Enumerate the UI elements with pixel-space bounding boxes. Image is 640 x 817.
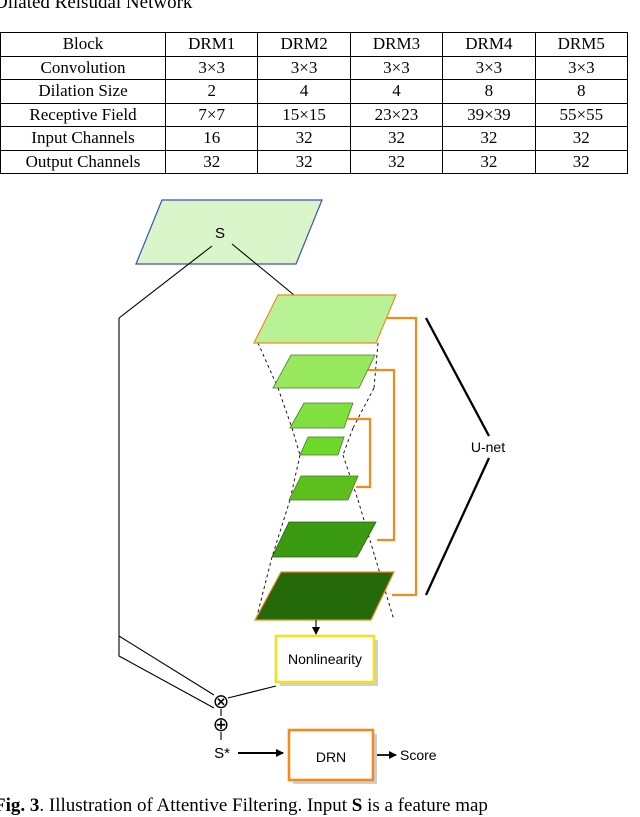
table-cell: Input Channels (0, 126, 166, 151)
table-cell: 2 (164, 79, 259, 104)
table-cell: 15×15 (257, 102, 351, 127)
skip-line (118, 245, 213, 319)
table-row: Output Channels 32 32 32 32 32 (0, 149, 629, 174)
skip-path-inner (118, 635, 215, 696)
skip-path-outer (118, 318, 215, 709)
hourglass-guides (255, 342, 395, 621)
table-header-row: Block DRM1 DRM2 DRM3 DRM4 DRM5 (0, 32, 629, 57)
unet-bracket (424, 317, 491, 596)
nonlinearity-label: Nonlinearity (288, 651, 362, 667)
table-caption: Dilated Reisudal Network (0, 0, 193, 13)
attentive-filtering-diagram: S U-net Nonlinearit (118, 199, 505, 784)
table-cell: 3×3 (442, 55, 536, 80)
header-cell: DRM5 (534, 32, 629, 57)
input-label: S (215, 225, 225, 242)
table-cell: 4 (257, 79, 351, 104)
table-cell: 8 (442, 79, 536, 104)
unet-label: U-net (471, 439, 505, 455)
table-row: Receptive Field 7×7 15×15 23×23 39×39 55… (0, 102, 629, 127)
header-cell: DRM3 (349, 32, 444, 57)
table-cell: 32 (442, 126, 536, 151)
table-cell: 32 (349, 126, 444, 151)
header-cell: DRM4 (442, 32, 536, 57)
table-cell: 3×3 (534, 55, 629, 80)
table-cell: 8 (534, 79, 629, 104)
table-cell: 4 (349, 79, 444, 104)
table-cell: 32 (257, 126, 351, 151)
nonlinearity-box (274, 634, 376, 684)
table-cell: 39×39 (442, 102, 536, 127)
table-row: Dilation Size 2 4 4 8 8 (0, 79, 629, 104)
table-cell: Output Channels (0, 149, 166, 174)
header-cell: DRM1 (164, 32, 259, 57)
unet-layer-4 (299, 436, 345, 456)
table-cell: Dilation Size (0, 79, 166, 104)
drn-box (287, 728, 375, 782)
unet-layer-7 (253, 571, 395, 621)
figure-label: Fig. 3 (0, 795, 40, 816)
table-cell: Convolution (0, 55, 166, 80)
nonlinearity-to-multiply-line (227, 685, 277, 699)
table-cell: 32 (164, 149, 259, 174)
header-cell: DRM2 (257, 32, 351, 57)
unet-layer-6 (271, 521, 377, 558)
table-cell: 32 (257, 149, 351, 174)
figure-caption: Fig. 3. Illustration of Attentive Filter… (0, 795, 488, 817)
unet-layer-3 (289, 402, 354, 429)
table-cell: 32 (349, 149, 444, 174)
drm-table: Block DRM1 DRM2 DRM3 DRM4 DRM5 Convoluti… (0, 32, 629, 174)
add-icon: ⊕ (213, 714, 230, 736)
output-label: S* (214, 745, 230, 762)
table-cell: 3×3 (349, 55, 444, 80)
table-row: Input Channels 16 32 32 32 32 (0, 126, 629, 151)
input-feature-map (135, 199, 323, 265)
table-cell: 32 (534, 149, 629, 174)
drn-label: DRN (316, 749, 346, 765)
score-label: Score (400, 747, 437, 763)
table-cell: 16 (164, 126, 259, 151)
table-cell: 32 (534, 126, 629, 151)
figure-caption-text: . Illustration of Attentive Filtering. I… (39, 795, 352, 816)
table-cell: 32 (442, 149, 536, 174)
figure-caption-rest: is a feature map (362, 795, 488, 816)
table-cell: 3×3 (257, 55, 351, 80)
table-cell: 55×55 (534, 102, 629, 127)
unet-layer-2 (272, 354, 376, 389)
table-row: Convolution 3×3 3×3 3×3 3×3 3×3 (0, 55, 629, 80)
unet-skip-connections (348, 316, 418, 597)
table-cell: 3×3 (164, 55, 259, 80)
multiply-icon: ⊗ (213, 691, 230, 713)
table-cell: Receptive Field (0, 102, 166, 127)
figure-caption-bold: S (351, 795, 363, 816)
unet-layer-1 (253, 294, 397, 344)
unet-layer-5 (288, 475, 359, 501)
header-cell: Block (0, 32, 166, 57)
table-cell: 7×7 (164, 102, 259, 127)
table-cell: 23×23 (349, 102, 444, 127)
